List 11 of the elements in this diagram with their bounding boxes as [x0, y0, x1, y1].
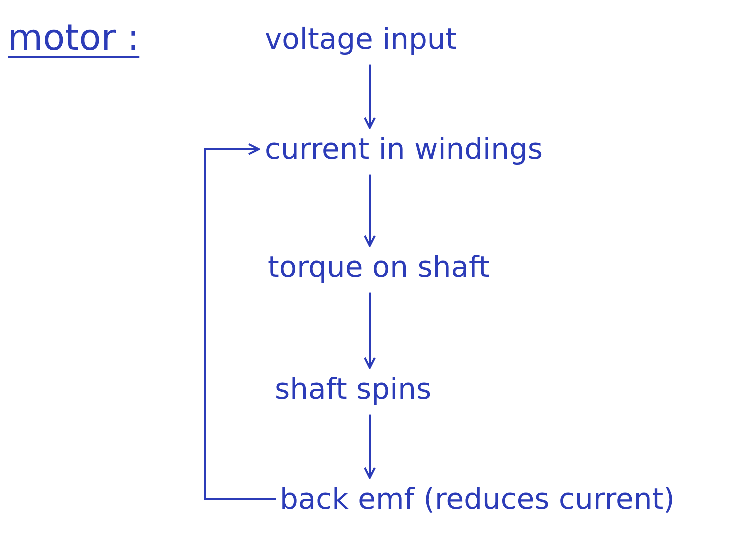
- arrow: [204, 143, 276, 500]
- title: motor :: [8, 18, 140, 59]
- flow-step-text: current in windings: [265, 132, 544, 167]
- flow-step-text: shaft spins: [275, 372, 432, 407]
- arrow: [364, 292, 376, 369]
- flow-step-text: voltage input: [265, 22, 458, 57]
- arrow: [364, 64, 376, 129]
- flow-step-text: torque on shaft: [268, 250, 490, 285]
- arrow: [364, 414, 376, 479]
- flow-step-text: back emf (reduces current): [280, 482, 675, 517]
- arrow: [364, 174, 376, 247]
